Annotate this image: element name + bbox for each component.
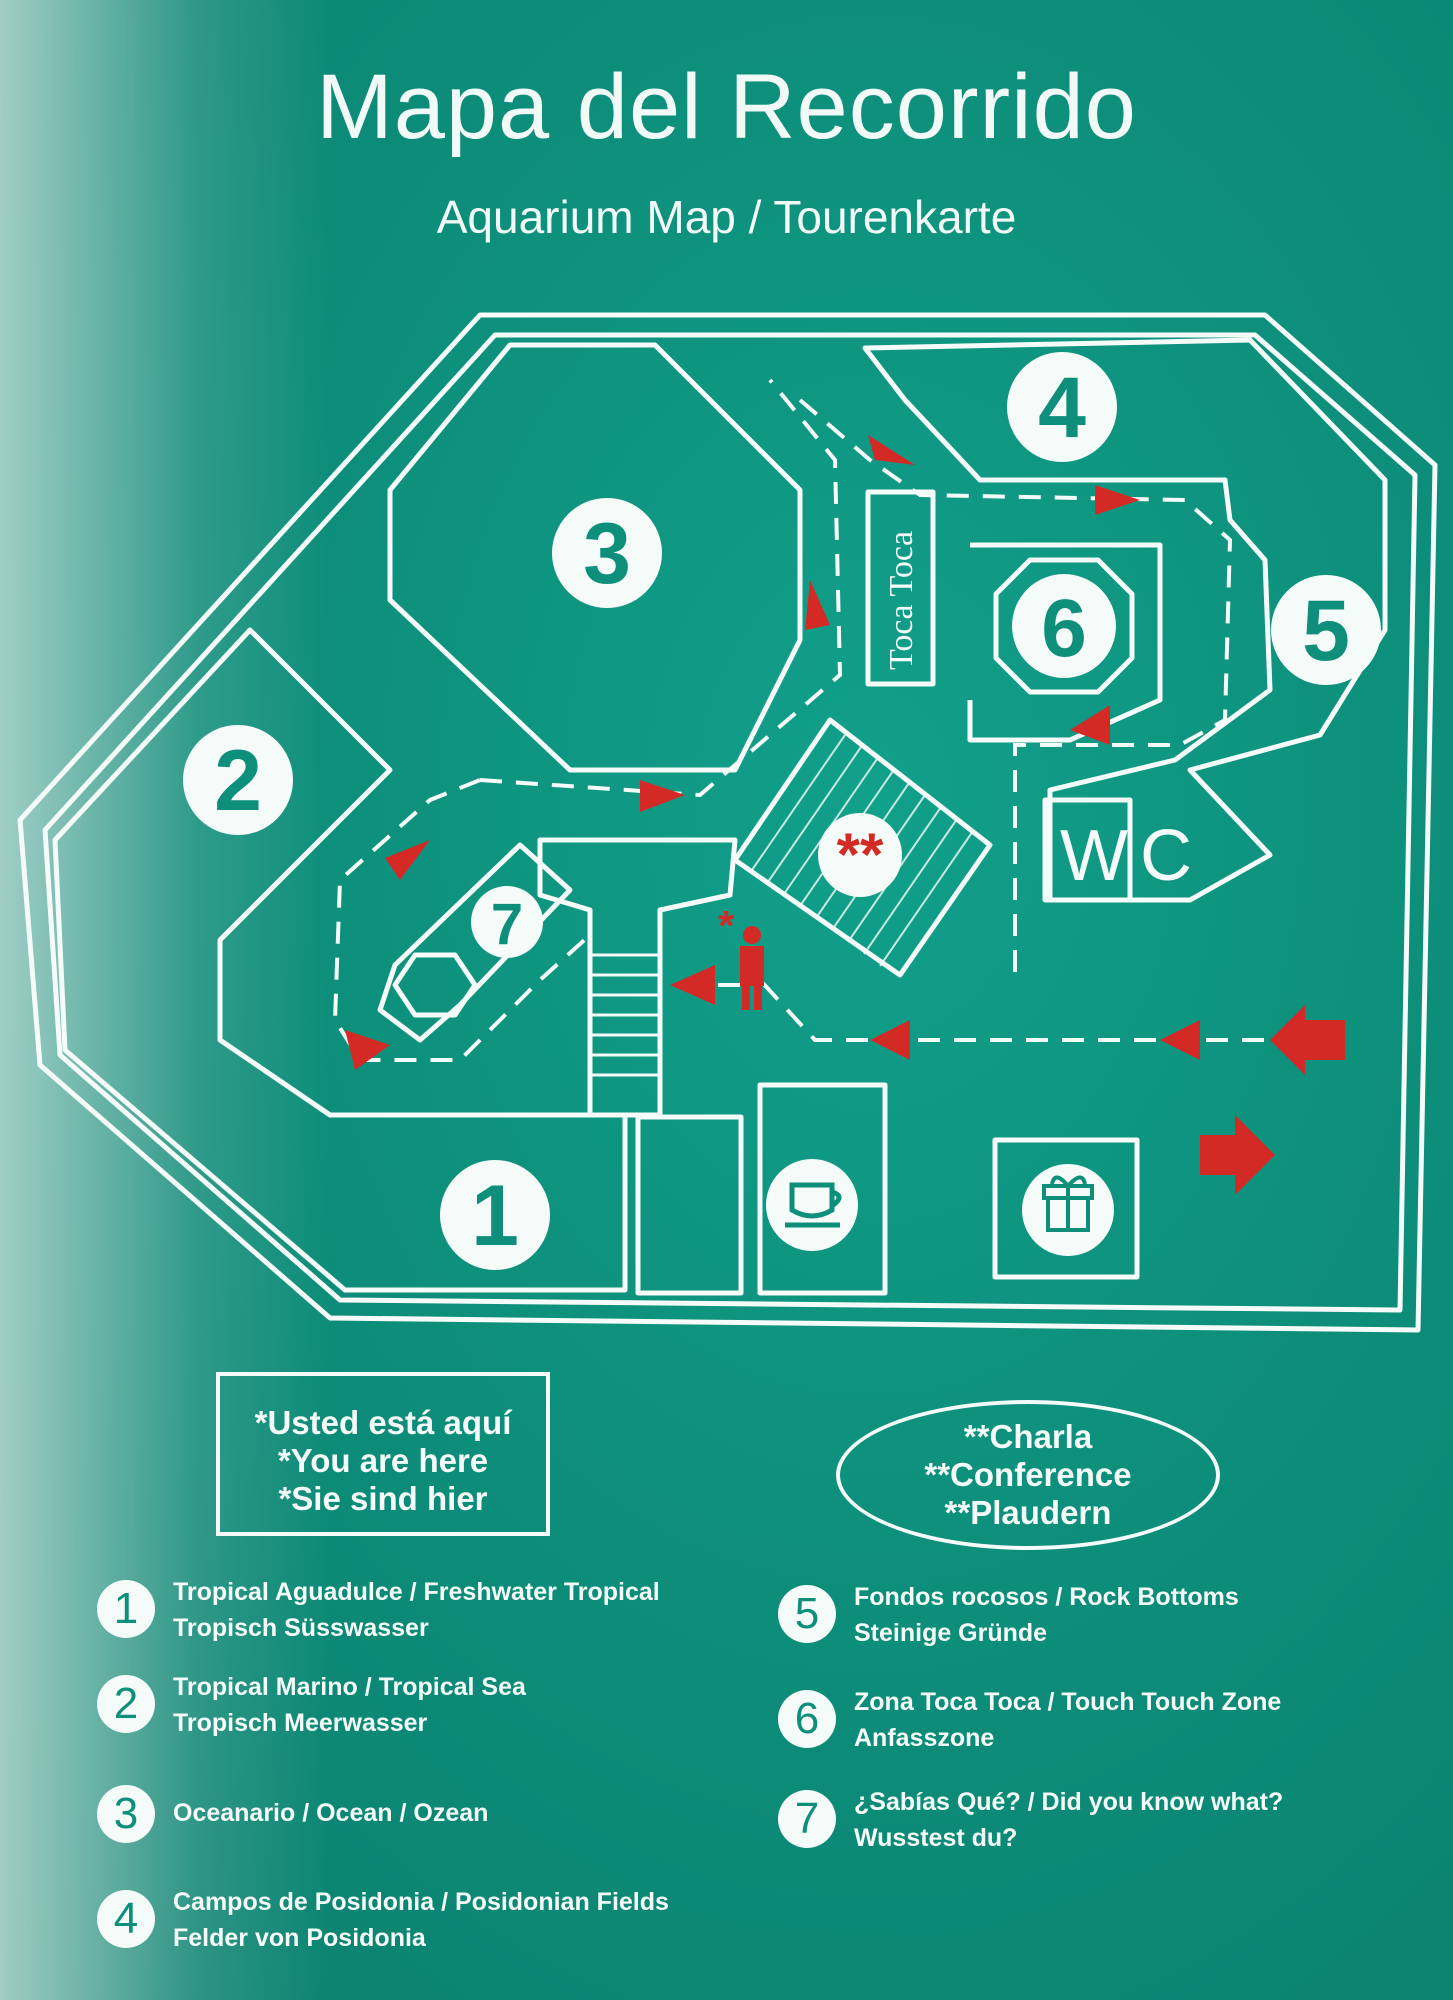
legend-item-4: 4 Campos de Posidonia / Posidonian Field… — [97, 1888, 669, 1956]
you-marker: * — [718, 902, 735, 949]
you-line-de: *Sie sind hier — [278, 1480, 488, 1517]
zone-4-area — [862, 337, 1388, 903]
legend-line1: Tropical Aguadulce / Freshwater Tropical — [173, 1578, 660, 1606]
legend-number: 4 — [97, 1890, 155, 1948]
inner-wall — [42, 332, 1418, 1313]
wc-room — [1042, 797, 1133, 903]
cafe-room — [757, 1082, 888, 1296]
legend-item-3: 3 Oceanario / Ocean / Ozean — [97, 1785, 488, 1843]
zone-6-number: 6 — [1041, 583, 1087, 674]
zone-7-number: 7 — [491, 892, 523, 957]
legend-line2: Tropisch Meerwasser — [173, 1709, 428, 1737]
legend-line1: Oceanario / Ocean / Ozean — [173, 1799, 489, 1827]
wc-letter-c: C — [1140, 816, 1192, 896]
legend-number: 3 — [97, 1785, 155, 1843]
cafe-icon — [785, 1182, 842, 1228]
zone-3-area — [387, 342, 803, 773]
talk-line-en: **Conference — [924, 1456, 1132, 1493]
zone-7-hex — [392, 952, 478, 1018]
legend-line2: Steinige Gründe — [854, 1619, 1048, 1647]
legend-line2: Anfasszone — [854, 1724, 995, 1752]
legend-line1: ¿Sabías Qué? / Did you know what? — [854, 1788, 1284, 1816]
zone-3-number: 3 — [583, 506, 631, 602]
legend-number: 7 — [778, 1790, 836, 1848]
legend-number: 5 — [778, 1585, 836, 1643]
legend-line1: Tropical Marino / Tropical Sea — [173, 1673, 526, 1701]
you-are-here-box: *Usted está aquí *You are here *Sie sind… — [216, 1372, 550, 1536]
legend-line2: Wusstest du? — [854, 1824, 1018, 1852]
tour-path — [332, 378, 1300, 1062]
arrow-icon — [345, 435, 1345, 1195]
touch-area — [732, 717, 993, 978]
toca-box — [865, 489, 936, 687]
wc-letter-w: W — [1060, 816, 1128, 896]
page-subtitle: Aquarium Map / Tourenkarte — [436, 191, 1017, 243]
zone-6-octagon — [993, 557, 1135, 695]
zone-markers — [183, 352, 1381, 1270]
locker-room — [635, 1114, 744, 1296]
legend-number: 1 — [97, 1580, 155, 1638]
you-line-en: *You are here — [277, 1442, 489, 1479]
you-line-es: *Usted está aquí — [254, 1404, 512, 1441]
legend-line2: Tropisch Süsswasser — [173, 1614, 429, 1642]
zone-1-number: 1 — [471, 1168, 519, 1264]
talk-line-de: **Plaudern — [944, 1494, 1112, 1531]
legend-line1: Zona Toca Toca / Touch Touch Zone — [854, 1688, 1282, 1716]
conference-ellipse: **Charla **Conference **Plaudern — [836, 1400, 1220, 1550]
legend-item-7: 7 ¿Sabías Qué? / Did you know what? Wusst… — [778, 1788, 1283, 1856]
zone-4-number: 4 — [1038, 360, 1086, 456]
zone-2-number: 2 — [214, 733, 262, 829]
zone-6-wall — [967, 542, 1163, 743]
gift-room — [992, 1137, 1140, 1280]
zone-5-number: 5 — [1302, 583, 1350, 679]
talk-line-es: **Charla — [963, 1418, 1093, 1455]
legend-number: 6 — [778, 1690, 836, 1748]
person-icon — [740, 926, 764, 1010]
legend-line1: Campos de Posidonia / Posidonian Fields — [173, 1888, 669, 1916]
legend-item-1: 1 Tropical Aguadulce / Freshwater Tropic… — [97, 1578, 660, 1646]
outer-wall — [17, 312, 1438, 1333]
conference-marker: ** — [837, 821, 884, 888]
legend-number: 2 — [97, 1675, 155, 1733]
legend-line1: Fondos rocosos / Rock Bottoms — [854, 1583, 1239, 1611]
page-title: Mapa del Recorrido — [316, 56, 1137, 158]
toca-label: Toca Toca — [883, 531, 920, 670]
gift-icon — [1042, 1175, 1094, 1232]
legend-line2: Felder von Posidonia — [173, 1924, 426, 1952]
